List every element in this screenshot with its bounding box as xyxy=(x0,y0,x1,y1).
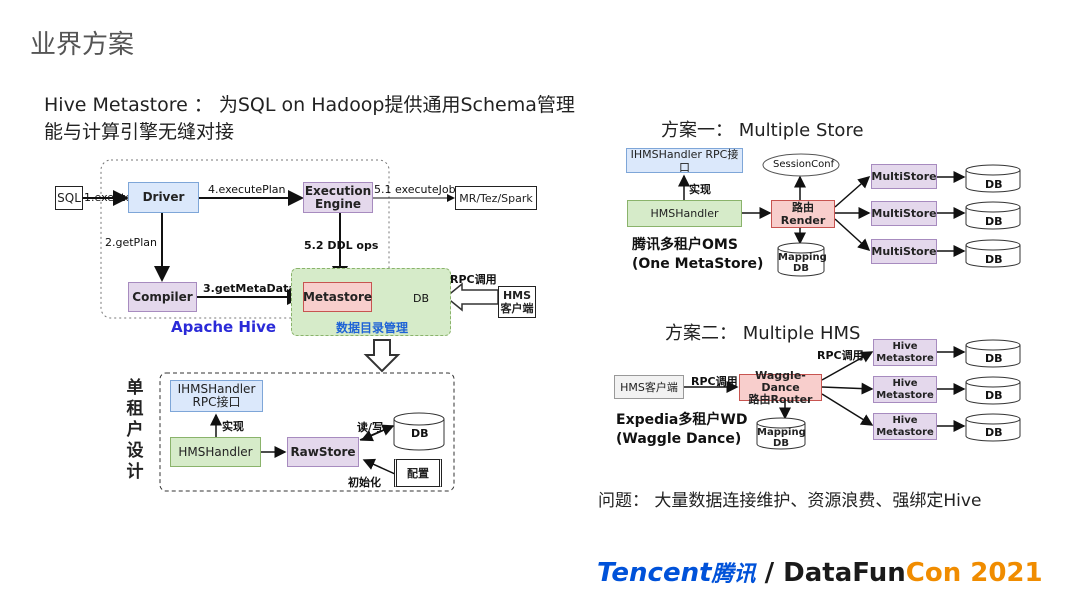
slide-title: 业界方案 xyxy=(30,30,135,60)
scheme1-ihms-node: IHMSHandler RPC接口 xyxy=(626,148,743,174)
hms-client-node: HMS 客户端 xyxy=(498,286,536,318)
scheme1-db-label-3: DB xyxy=(985,253,1003,266)
edge-label-execute: 1.exeute xyxy=(84,191,133,204)
logo-con: Con xyxy=(905,558,962,588)
scheme1-db-label-1: DB xyxy=(985,178,1003,191)
single-tenant-container xyxy=(159,372,455,492)
hive-metastore-node-3: Hive Metastore xyxy=(873,413,937,440)
hive-metastore-node-1: Hive Metastore xyxy=(873,339,937,366)
intro-line-1: Hive Metastore ： 为SQL on Hadoop提供通用Schem… xyxy=(44,94,575,116)
scheme1-db-cylinder xyxy=(965,201,1021,230)
multistore-node-3: MultiStore xyxy=(871,239,937,264)
sessionconf-ellipse xyxy=(762,153,840,177)
datafuncon-logo: Tencent腾讯 / DataFunCon 2021 xyxy=(597,556,1043,588)
scheme2-rpc-top-label: RPC调用 xyxy=(817,349,864,362)
config-node: 配置 xyxy=(394,459,442,487)
logo-slash: / xyxy=(755,558,784,588)
driver-node: Driver xyxy=(128,182,199,213)
mr-tez-spark-node: MR/Tez/Spark xyxy=(455,186,537,210)
logo-tencent: Tencent xyxy=(597,558,712,588)
scheme1-db-cylinder xyxy=(965,164,1021,193)
logo-data: Data xyxy=(783,558,853,588)
read-write-label: 读/写 xyxy=(357,421,384,434)
edge-label-ddl-ops: 5.2 DDL ops xyxy=(304,239,379,252)
hive-db-label: DB xyxy=(413,292,430,305)
scheme2-db-cylinder xyxy=(965,339,1021,368)
scheme2-db-label-2: DB xyxy=(985,389,1003,402)
edge-label-get-plan: 2.getPlan xyxy=(105,236,157,249)
scheme1-router-node: 路由Render xyxy=(771,200,835,228)
sessionconf-label: SessionConf xyxy=(773,159,835,170)
intro-line-2: 能与计算引擎无缝对接 xyxy=(44,121,235,143)
catalog-mgmt-label: 数据目录管理 xyxy=(336,321,409,335)
multistore-node-2: MultiStore xyxy=(871,201,937,226)
hmshandler-node: HMSHandler xyxy=(170,437,261,467)
edge-label-rpc: RPC调用 xyxy=(450,273,497,286)
scheme2-db-cylinder xyxy=(965,376,1021,405)
edge-label-get-metadata: 3.getMetaData xyxy=(203,282,296,295)
scheme2-caption: Expedia多租户WD (Waggle Dance) xyxy=(616,412,748,447)
logo-year: 2021 xyxy=(961,558,1043,588)
scheme2-db-label-1: DB xyxy=(985,352,1003,365)
edge-label-execute-job: 5.1 executeJob xyxy=(374,183,456,196)
scheme1-mapping-db-cylinder xyxy=(777,242,825,277)
scheme2-mapping-db-label: Mapping DB xyxy=(757,427,806,449)
scheme2-hms-client-node: HMS客户端 xyxy=(614,375,684,399)
sql-node: SQL xyxy=(55,186,83,210)
scheme2-rpc-left-label: RPC调用 xyxy=(691,375,738,388)
metastore-node: Metastore xyxy=(303,282,372,312)
scheme1-implements-label: 实现 xyxy=(689,183,711,196)
scheme2-db-label-3: DB xyxy=(985,426,1003,439)
scheme2-db-cylinder xyxy=(965,413,1021,442)
scheme1-db-cylinder xyxy=(965,239,1021,268)
rawstore-db-cylinder xyxy=(393,412,445,451)
hive-metastore-node-2: Hive Metastore xyxy=(873,376,937,403)
waggle-dance-router-node: Waggle-Dance 路由Router xyxy=(739,369,822,405)
apache-hive-label: Apache Hive xyxy=(171,318,277,336)
logo-tencent-cn: 腾讯 xyxy=(711,562,756,587)
logo-fun: Fun xyxy=(852,558,906,588)
compiler-node: Compiler xyxy=(128,282,197,312)
single-tenant-design-label: 单 租 户 设 计 xyxy=(126,378,144,482)
scheme2-heading: 方案二： Multiple HMS xyxy=(665,323,861,344)
scheme1-caption: 腾讯多租户OMS (One MetaStore) xyxy=(632,237,764,272)
scheme1-db-label-2: DB xyxy=(985,215,1003,228)
ihmshandler-interface-node: IHMSHandler RPC接口 xyxy=(170,380,263,412)
implements-label: 实现 xyxy=(222,420,244,433)
problem-statement: 问题： 大量数据连接维护、资源浪费、强绑定Hive xyxy=(598,491,982,511)
multistore-node-1: MultiStore xyxy=(871,164,937,189)
rawstore-db-label: DB xyxy=(411,427,429,440)
scheme1-mapping-db-label: Mapping DB xyxy=(778,252,827,274)
scheme1-heading: 方案一： Multiple Store xyxy=(661,120,864,141)
apache-hive-container xyxy=(100,159,390,319)
intro-text: Hive Metastore ： 为SQL on Hadoop提供通用Schem… xyxy=(44,92,575,146)
edge-label-execute-plan: 4.executePlan xyxy=(208,183,286,196)
init-label: 初始化 xyxy=(348,476,381,489)
rawstore-node: RawStore xyxy=(287,437,359,467)
execution-engine-node: Execution Engine xyxy=(303,182,373,213)
scheme2-mapping-db-cylinder xyxy=(756,417,806,450)
scheme1-hmshandler-node: HMSHandler xyxy=(627,200,742,227)
